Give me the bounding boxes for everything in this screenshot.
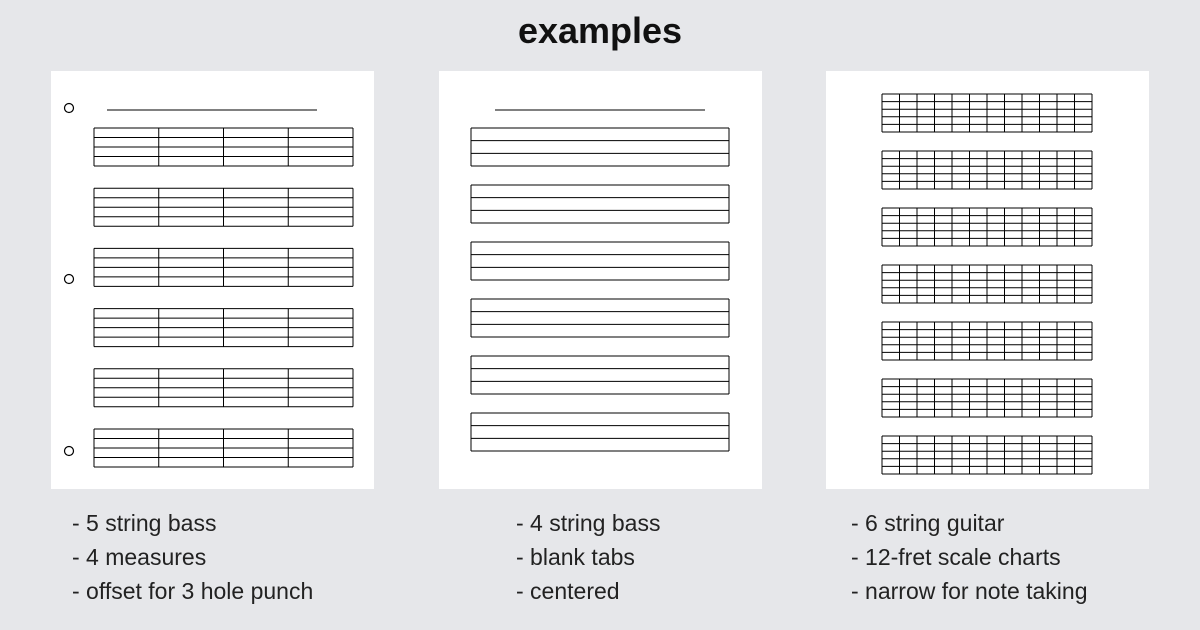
- scale-chart: [881, 378, 1093, 418]
- caption-bass-5-string: - 5 string bass - 4 measures - offset fo…: [72, 506, 313, 608]
- tab-staff: [93, 308, 354, 348]
- tab-staff: [93, 247, 354, 287]
- example-card-bass-5-string: [51, 71, 374, 489]
- caption-line: - 6 string guitar: [851, 510, 1005, 536]
- scale-chart-sheet-preview: [881, 93, 1093, 475]
- caption-line: - blank tabs: [516, 544, 635, 570]
- caption-line: - 4 string bass: [516, 510, 661, 536]
- caption-line: - 12-fret scale charts: [851, 544, 1061, 570]
- tab-staff: [470, 127, 730, 167]
- tab-staff: [470, 355, 730, 395]
- scale-chart: [881, 435, 1093, 475]
- example-card-guitar-6-string: [826, 71, 1149, 489]
- tab-staff: [470, 412, 730, 452]
- page-title: examples: [517, 10, 683, 51]
- scale-chart: [881, 207, 1093, 247]
- tab-staff: [470, 298, 730, 338]
- tab-staff: [93, 368, 354, 408]
- caption-bass-4-string: - 4 string bass - blank tabs - centered: [516, 506, 660, 608]
- hole-punch-mark: [63, 273, 75, 285]
- scale-chart: [881, 93, 1093, 133]
- hole-punch-mark: [63, 445, 75, 457]
- example-card-bass-4-string: [439, 71, 762, 489]
- scale-chart: [881, 150, 1093, 190]
- tab-staff: [470, 184, 730, 224]
- caption-line: - centered: [516, 578, 620, 604]
- caption-line: - offset for 3 hole punch: [72, 578, 314, 604]
- tab-sheet-preview: [470, 109, 730, 452]
- tab-staff: [93, 187, 354, 227]
- caption-line: - 5 string bass: [72, 510, 217, 536]
- tab-staff: [470, 241, 730, 281]
- scale-chart: [881, 264, 1093, 304]
- tab-sheet-preview: [63, 102, 354, 468]
- tab-staff: [93, 428, 354, 468]
- hole-punch-mark: [63, 102, 75, 114]
- caption-guitar-6-string: - 6 string guitar - 12-fret scale charts…: [851, 506, 1088, 608]
- tab-staff: [93, 127, 354, 167]
- scale-chart: [881, 321, 1093, 361]
- caption-line: - narrow for note taking: [851, 578, 1088, 604]
- caption-line: - 4 measures: [72, 544, 207, 570]
